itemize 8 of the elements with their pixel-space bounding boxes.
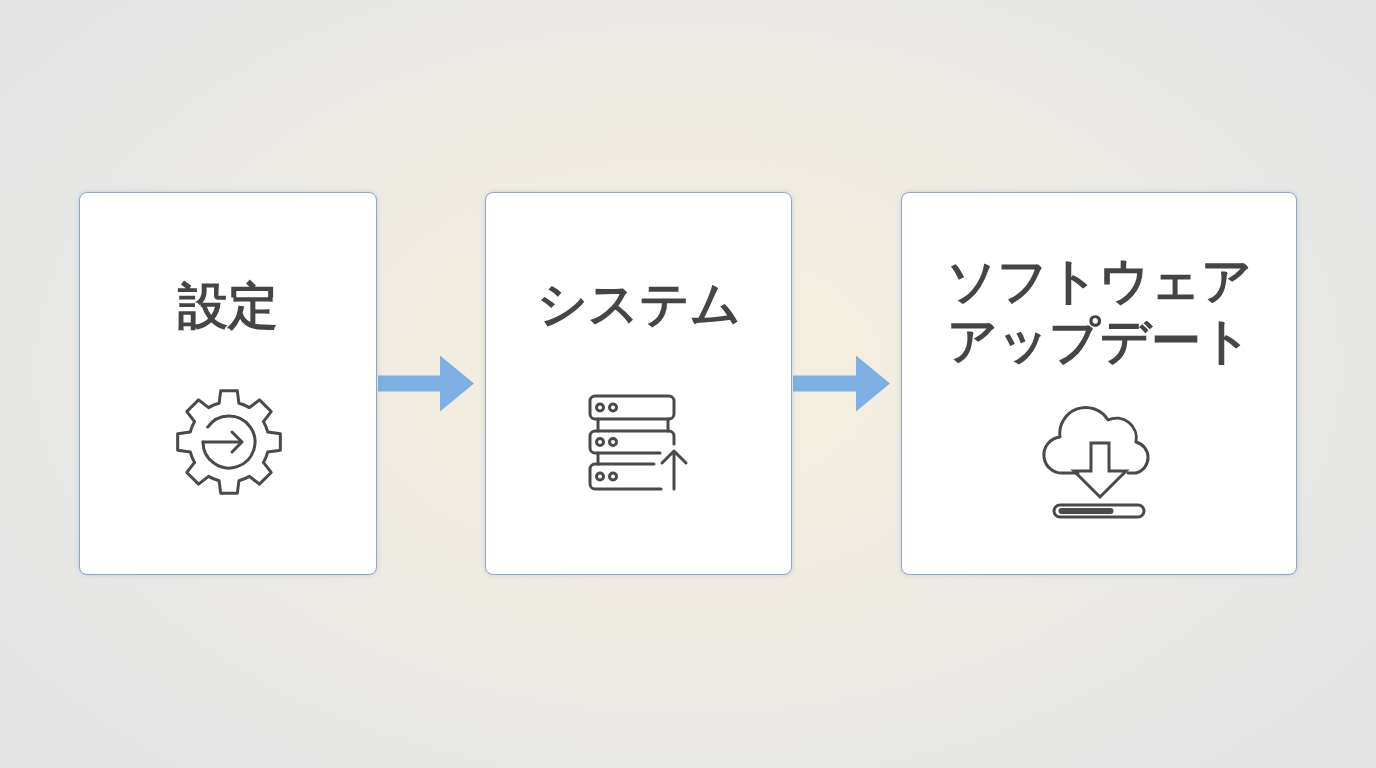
process-box [79, 192, 377, 575]
process-box [485, 192, 792, 575]
box-title: ソフトウェアアップデート [945, 251, 1253, 371]
process-box [901, 192, 1297, 575]
arrow [378, 355, 474, 412]
arrow [793, 355, 890, 412]
box-title: システム [536, 274, 741, 334]
box-title: 設定 [178, 276, 278, 336]
